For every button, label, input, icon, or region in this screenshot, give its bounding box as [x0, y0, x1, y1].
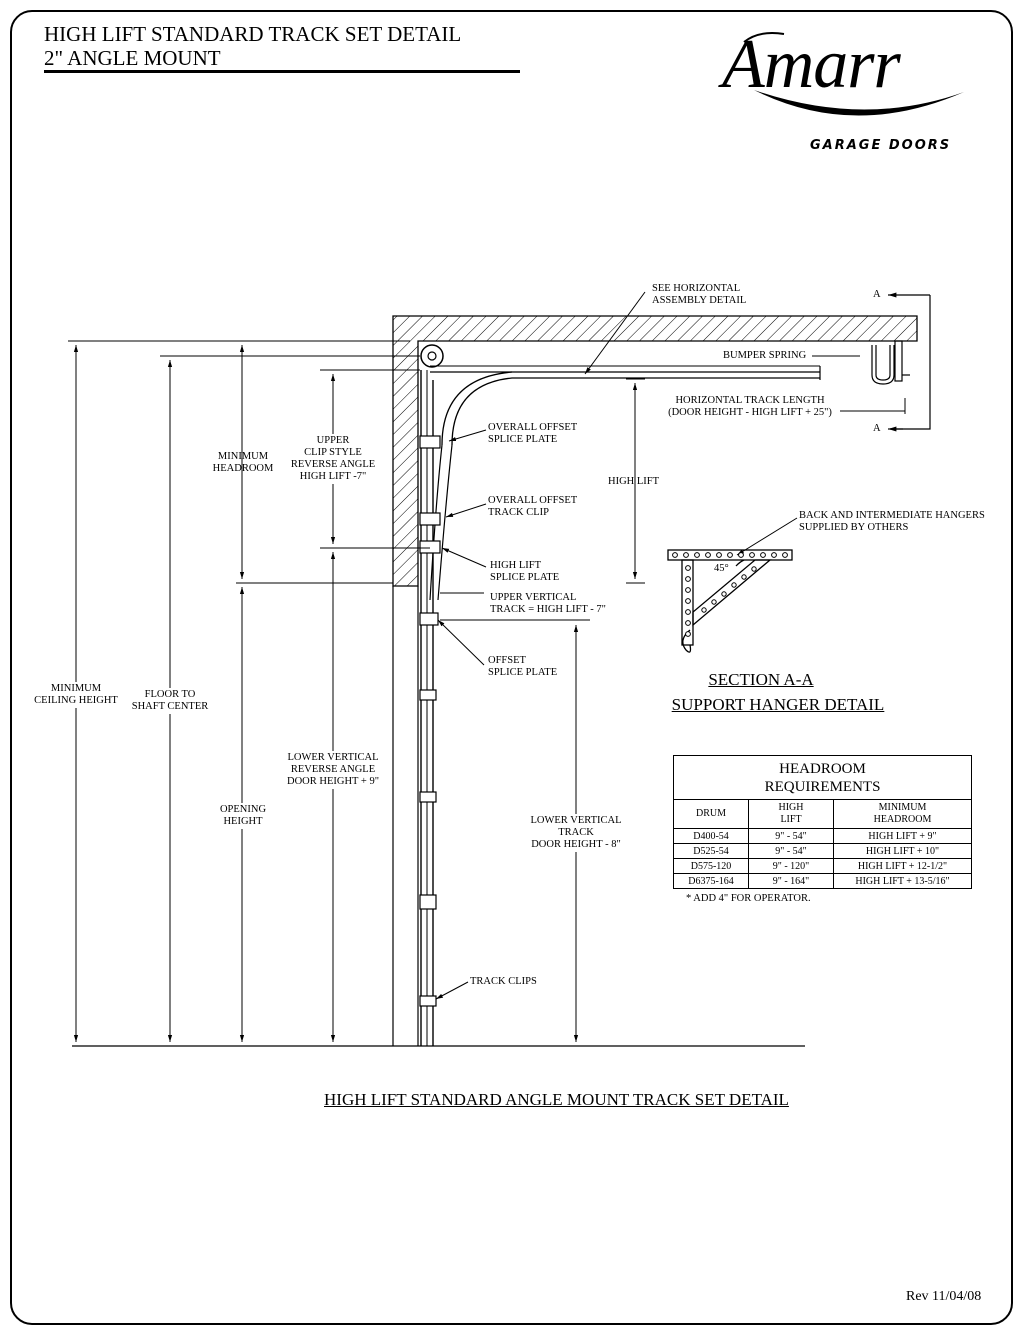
label-angle: 45° [714, 563, 729, 574]
table-row: D575-120 9" - 120" HIGH LIFT + 12-1/2" [673, 858, 972, 874]
table-row: D6375-164 9" - 164" HIGH LIFT + 13-5/16" [673, 873, 972, 889]
track-brackets [419, 435, 441, 1007]
table-row: D400-54 9" - 54" HIGH LIFT + 9" [673, 828, 972, 844]
label-bumper-spring: BUMPER SPRING [723, 350, 807, 361]
revision-label: Rev 11/04/08 [906, 1289, 982, 1304]
document-title: HIGH LIFT STANDARD TRACK SET DETAIL 2" A… [44, 22, 520, 73]
jamb [392, 586, 419, 1046]
table-row: D525-54 9" - 54" HIGH LIFT + 10" [673, 843, 972, 859]
leader-lines [435, 291, 906, 1000]
table-note: * ADD 4" FOR OPERATOR. [686, 893, 811, 904]
logo-swoosh [743, 32, 964, 116]
section-subtitle: SUPPORT HANGER DETAIL [671, 695, 885, 714]
hanger-holes [672, 552, 788, 637]
title-line-1: HIGH LIFT STANDARD TRACK SET DETAIL [44, 22, 462, 46]
brand-tagline: GARAGE DOORS [810, 138, 952, 153]
label-horizontal-track-length: HORIZONTAL TRACK LENGTH(DOOR HEIGHT - HI… [668, 395, 832, 418]
label-high-lift: HIGH LIFT [608, 476, 660, 487]
title-line-2: 2" ANGLE MOUNT [44, 46, 221, 70]
section-cut-markers [888, 292, 931, 432]
section-marker-bottom: A [873, 423, 881, 434]
section-title: SECTION A-A [708, 670, 814, 689]
drawing-frame [10, 10, 1013, 1325]
support-hanger-detail [667, 549, 793, 653]
horizontal-track [430, 365, 821, 446]
section-marker-top: A [873, 289, 881, 300]
drawing-caption: HIGH LIFT STANDARD ANGLE MOUNT TRACK SET… [324, 1090, 789, 1109]
col-drum: DRUM [673, 799, 749, 829]
drum-icon [420, 344, 444, 368]
brand-name: Amarr [722, 26, 901, 103]
label-track-clips: TRACK CLIPS [470, 976, 537, 987]
brand-logo: Amarr GARAGE DOORS [714, 20, 984, 155]
vertical-track [420, 370, 453, 1046]
rear-hanger [871, 340, 910, 385]
